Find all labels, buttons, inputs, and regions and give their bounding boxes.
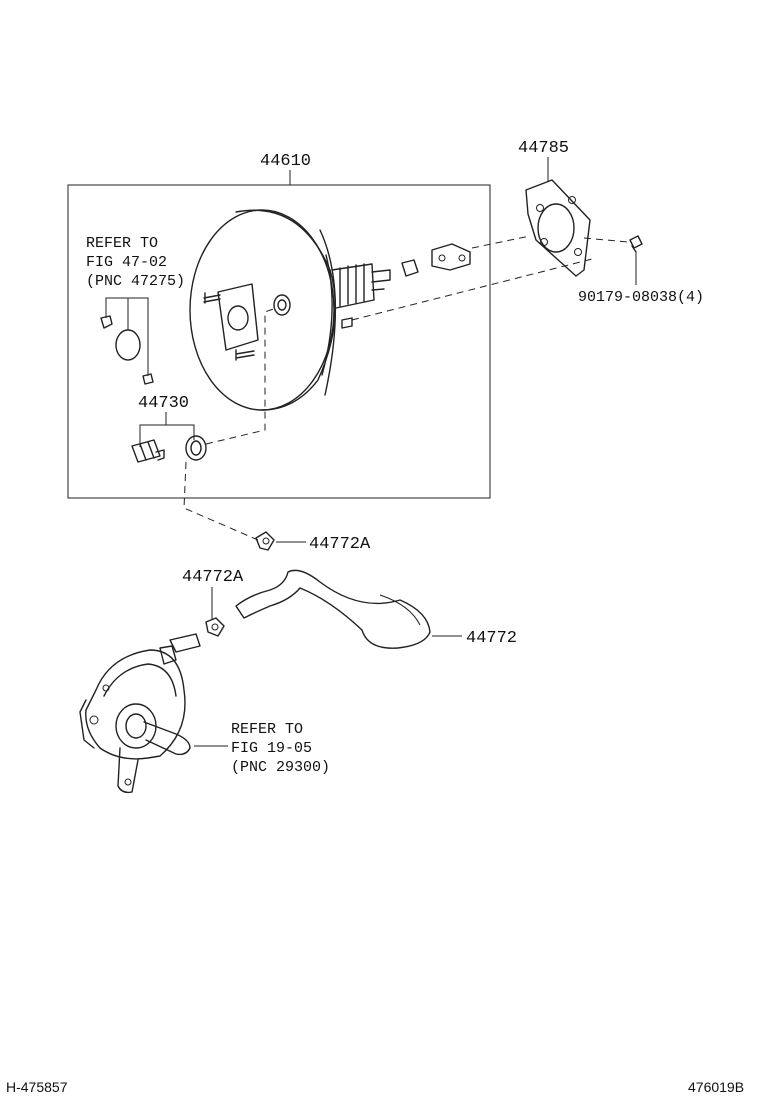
refer-19-line1: REFER TO: [231, 721, 303, 738]
label-nut: 90179-08038(4): [578, 289, 704, 306]
dashed-gasket-nut: [583, 237, 629, 243]
leader-44730: [139, 424, 195, 447]
refer-19-line2: FIG 19-05: [231, 740, 312, 757]
vacuum-hose-icon: [235, 569, 431, 649]
footer-right-code: 476019B: [688, 1079, 744, 1095]
hose-clamp-upper-icon: [255, 531, 275, 551]
dashed-valve-booster: [205, 307, 277, 445]
hose-clamp-lower-icon: [205, 617, 225, 637]
flange-nut-icon: [629, 235, 643, 253]
dashed-booster-nut: [351, 257, 597, 321]
label-44610: 44610: [260, 152, 311, 171]
refer-47-line3: (PNC 47275): [86, 273, 185, 290]
brake-booster-icon: [189, 209, 391, 411]
oring-icon: [100, 315, 154, 385]
dashed-valve-hose: [183, 461, 259, 541]
leader-refer-47: [105, 297, 149, 376]
footer-left-code: H-475857: [6, 1079, 68, 1095]
refer-47-line2: FIG 47-02: [86, 254, 167, 271]
gasket-icon: [525, 179, 591, 277]
label-44785: 44785: [518, 139, 569, 158]
label-44730: 44730: [138, 394, 189, 413]
dashed-clevis-gasket: [471, 235, 531, 249]
label-clamp-upper: 44772A: [309, 535, 371, 554]
vacuum-pump-icon: [79, 633, 201, 794]
label-hose: 44772: [466, 629, 517, 648]
assembly-frame: [67, 184, 491, 499]
label-clamp-lower: 44772A: [182, 568, 244, 587]
refer-47-line1: REFER TO: [86, 235, 158, 252]
refer-19-line3: (PNC 29300): [231, 759, 330, 776]
check-valve-icon: [131, 435, 207, 463]
clevis-icon: [401, 243, 471, 277]
